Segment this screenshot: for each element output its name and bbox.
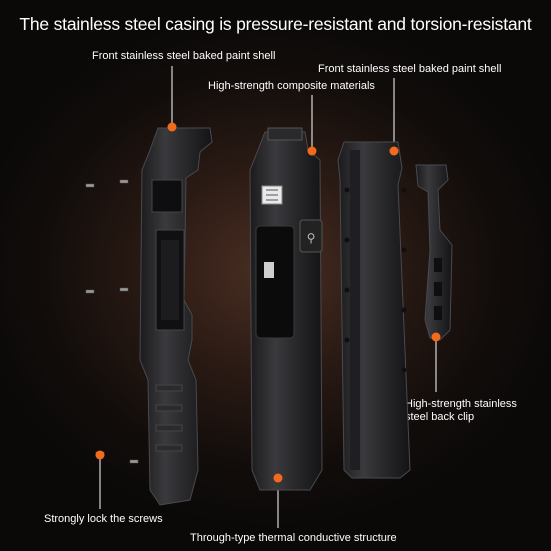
- label-back-clip: High-strength stainless steel back clip: [405, 398, 517, 423]
- label-front-shell-left: Front stainless steel baked paint shell: [92, 50, 276, 62]
- label-thermal: Through-type thermal conductive structur…: [190, 532, 397, 544]
- label-composite: High-strength composite materials: [208, 80, 375, 92]
- marker-front-shell-left: [167, 122, 177, 132]
- screw: [85, 183, 95, 188]
- leader-lines: [99, 66, 437, 528]
- screw: [85, 289, 95, 294]
- page-title: The stainless steel casing is pressure-r…: [19, 14, 532, 34]
- usb-icon: ⚲: [307, 231, 316, 245]
- marker-front-shell-right: [389, 146, 399, 156]
- back-clip-part: [415, 164, 453, 341]
- callout-markers: [95, 122, 441, 483]
- screw: [129, 459, 139, 464]
- front-shell-right-part: [337, 141, 411, 479]
- marker-screws: [95, 450, 105, 460]
- screws: [85, 179, 139, 464]
- screw: [119, 179, 129, 184]
- marker-thermal: [273, 473, 283, 483]
- label-screws: Strongly lock the screws: [44, 513, 163, 525]
- marker-composite: [307, 146, 317, 156]
- label-front-shell-right: Front stainless steel baked paint shell: [318, 63, 502, 75]
- front-shell-left-part: [139, 127, 213, 506]
- screw: [119, 287, 129, 292]
- marker-back-clip: [431, 332, 441, 342]
- composite-core-part: ⚲: [249, 127, 323, 491]
